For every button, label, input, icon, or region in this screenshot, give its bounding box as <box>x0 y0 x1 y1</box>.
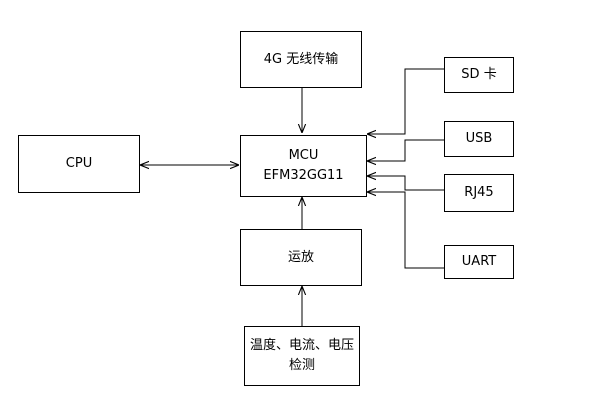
cpu-label: CPU <box>65 156 93 171</box>
arrow-sd-to-mcu <box>367 68 444 134</box>
mcu-model-label: EFM32GG11 <box>263 168 344 183</box>
wireless-4g-label: 4G 无线传输 <box>263 51 339 67</box>
arrow-rj45-to-mcu <box>367 176 444 191</box>
amplifier-label: 运放 <box>287 249 314 265</box>
amplifier-block: 运放 <box>240 229 362 286</box>
uart-block: UART <box>444 245 514 279</box>
arrow-uart-to-mcu <box>367 192 444 269</box>
rj45-block: RJ45 <box>444 174 514 212</box>
usb-label: USB <box>465 131 493 146</box>
mcu-label: MCU <box>288 148 319 163</box>
sensor-detection-sublabel: 检测 <box>288 358 315 373</box>
sensor-detection-block: 温度、电流、电压 检测 <box>244 326 360 386</box>
arrow-usb-to-mcu <box>367 139 444 161</box>
sd-card-label: SD 卡 <box>461 67 497 82</box>
uart-label: UART <box>461 254 497 269</box>
cpu-block: CPU <box>18 135 140 193</box>
sensor-detection-label: 温度、电流、电压 <box>249 338 354 353</box>
wireless-4g-block: 4G 无线传输 <box>240 31 362 88</box>
sd-card-block: SD 卡 <box>444 57 514 93</box>
rj45-label: RJ45 <box>464 185 494 200</box>
usb-block: USB <box>444 121 514 157</box>
mcu-block: MCU EFM32GG11 <box>240 135 367 197</box>
